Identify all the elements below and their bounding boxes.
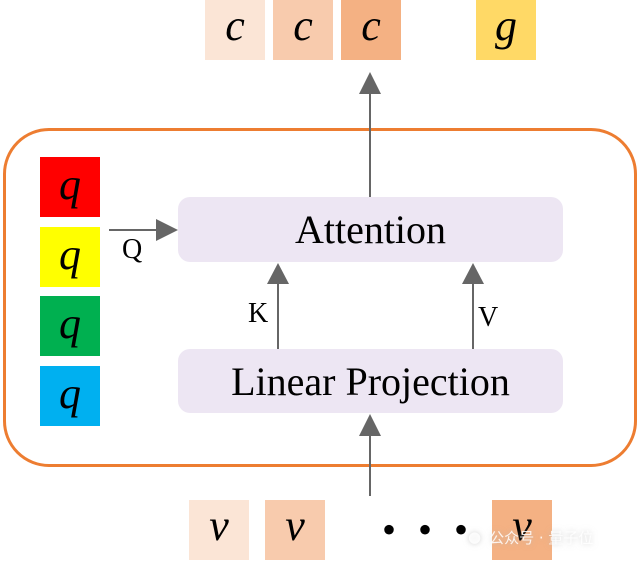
output-token-c1: c [205, 0, 265, 60]
query-token-red: q [40, 157, 100, 217]
input-token-vn: v [492, 500, 552, 560]
output-token-g-label: g [495, 1, 517, 50]
linear-projection-block-label: Linear Projection [231, 358, 510, 404]
output-token-g: g [476, 0, 536, 60]
linear-projection-block: Linear Projection [178, 349, 563, 413]
output-token-c2-label: c [293, 1, 313, 50]
query-token-yellow-label: q [59, 229, 81, 279]
input-token-vn-label: v [512, 501, 532, 550]
query-token-green-label: q [59, 298, 81, 348]
query-token-red-label: q [59, 159, 81, 209]
q-label: Q [122, 234, 143, 265]
attention-block-label: Attention [294, 207, 447, 252]
query-token-yellow: q [40, 227, 100, 287]
module-container [3, 128, 637, 467]
input-arrow-head [359, 414, 381, 436]
k-arrow-head [267, 263, 289, 284]
v-arrow-head [462, 263, 484, 284]
output-token-c3-label: c [361, 1, 381, 50]
input-token-v1-label: v [209, 501, 229, 550]
query-token-green: q [40, 296, 100, 356]
k-label: K [248, 298, 269, 329]
ellipsis: • • • [382, 507, 475, 552]
output-token-c2: c [273, 0, 333, 60]
output-token-c3: c [341, 0, 401, 60]
input-token-v1: v [189, 500, 249, 560]
attention-block: Attention [178, 197, 563, 262]
query-token-blue: q [40, 366, 100, 426]
output-token-c1-label: c [225, 1, 245, 50]
v-label: V [478, 302, 499, 333]
input-token-v2: v [265, 500, 325, 560]
output-arrow-head [359, 72, 381, 94]
q-arrow-head [156, 219, 178, 241]
query-token-blue-label: q [59, 368, 81, 418]
input-token-v2-label: v [285, 501, 305, 550]
